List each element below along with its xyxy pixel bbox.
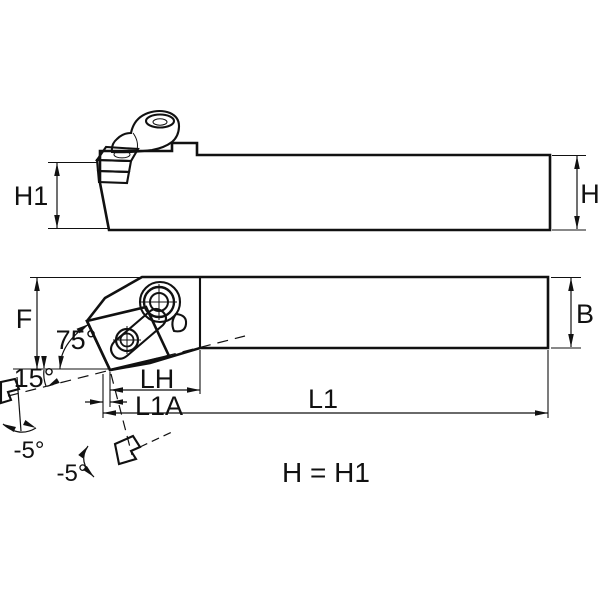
clamp-boss-top (144, 113, 176, 129)
h-dimension: H (552, 154, 600, 231)
lh-label: LH (140, 364, 175, 394)
plan-view-body (85, 275, 550, 372)
plan-view-clamp (109, 280, 188, 360)
equality-note: H = H1 (282, 457, 370, 488)
back-rake-label: -5° (14, 437, 45, 464)
h1-label: H1 (14, 181, 49, 211)
insert-top-face (95, 145, 140, 163)
clamp-bump (171, 312, 188, 333)
side-view-clamp (110, 109, 181, 154)
edge-angle-callout: 15° (7, 335, 246, 397)
clamp-screw-icon (141, 284, 177, 320)
lead-angle-callout: 75° (56, 323, 97, 370)
l1a-dimension: L1A (85, 391, 183, 421)
edge-angle-label: 15° (14, 363, 55, 393)
side-rake-label: -5° (57, 460, 88, 487)
side-view-body (98, 141, 552, 232)
h-label: H (580, 179, 600, 209)
clamp-screw-hole-icon (152, 118, 168, 126)
f-dimension: F (13, 276, 140, 370)
side-rake-callout: -5° (57, 373, 175, 487)
lead-angle-label: 75° (56, 325, 97, 355)
edge-angle-dashed-line (7, 335, 246, 397)
l1-dimension: L1 (102, 350, 549, 418)
insert-hole-icon (113, 150, 131, 159)
b-label: B (576, 299, 594, 329)
clamp-body (110, 109, 181, 154)
clamp-boss (138, 280, 182, 324)
insert-screw-icon (113, 326, 141, 354)
back-rake-callout: -5° (0, 376, 45, 464)
b-dimension: B (551, 276, 594, 349)
side-view: H1 H (14, 109, 600, 232)
l1a-label: L1A (135, 391, 183, 421)
plan-view: F B 75° 15° (0, 275, 594, 487)
h1-dimension: H1 (14, 161, 108, 230)
side-view-insert-stack (95, 145, 140, 185)
l1-label: L1 (308, 384, 338, 414)
f-label: F (16, 304, 33, 334)
tool-section-sketch-right (113, 434, 142, 466)
tool-section-sketch-left (0, 377, 21, 405)
lh-dimension: LH (109, 350, 201, 407)
clamp-crease (132, 132, 138, 151)
shim-front-face (96, 169, 131, 185)
